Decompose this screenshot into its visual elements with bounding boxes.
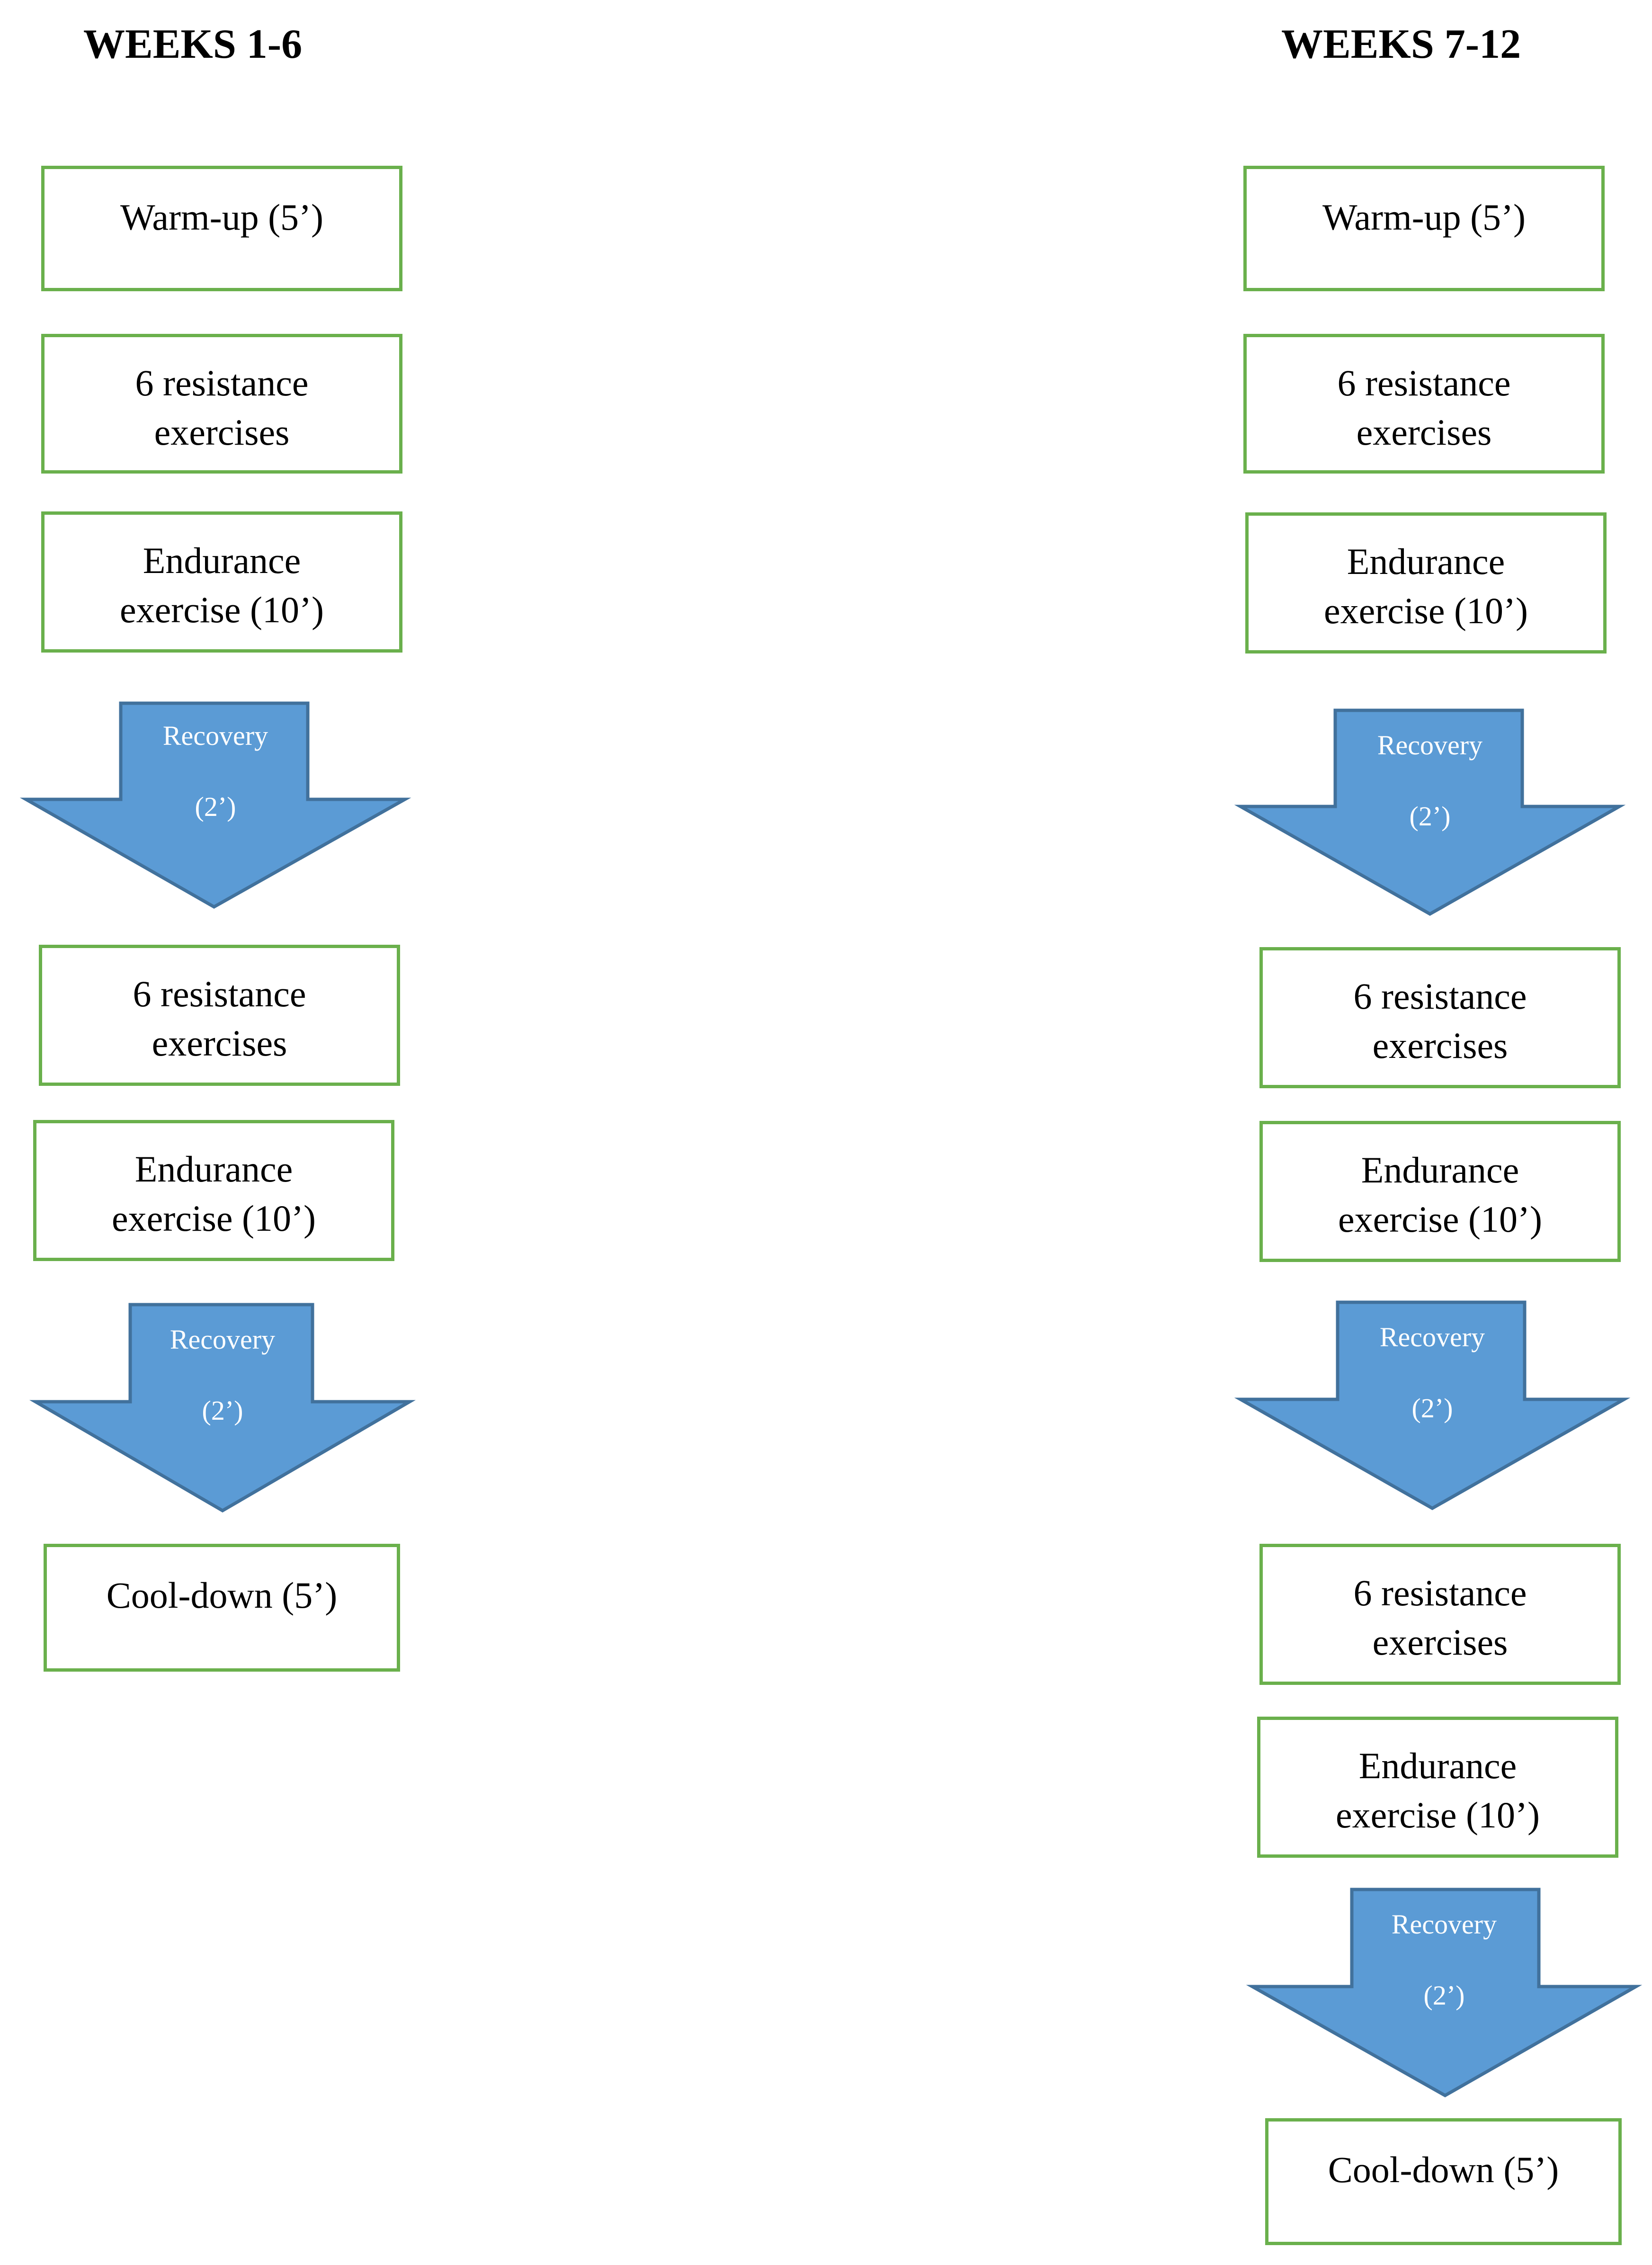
- step-box-endurance: Endurance exercise (10’): [1259, 1121, 1621, 1262]
- step-label: 6 resistance exercises: [1353, 976, 1527, 1066]
- recovery-label: Recovery: [1377, 730, 1483, 761]
- recovery-label: Recovery: [1379, 1322, 1485, 1352]
- down-arrow-icon: [1234, 1300, 1631, 1511]
- recovery-duration: (2’): [1409, 801, 1451, 832]
- recovery-duration: (2’): [202, 1395, 243, 1426]
- step-label: Endurance exercise (10’): [112, 1148, 316, 1239]
- step-label: Cool-down (5’): [1328, 2149, 1559, 2190]
- step-box-resistance: 6 resistance exercises: [1243, 334, 1605, 474]
- step-label: 6 resistance exercises: [1337, 362, 1511, 453]
- recovery-duration: (2’): [195, 791, 236, 822]
- step-box-resistance: 6 resistance exercises: [1259, 1544, 1621, 1685]
- recovery-arrow: Recovery (2’): [29, 1302, 416, 1513]
- step-label: Endurance exercise (10’): [1336, 1745, 1540, 1835]
- step-label: Warm-up (5’): [1322, 197, 1526, 238]
- column-title-weeks-1-6: WEEKS 1-6: [83, 21, 303, 67]
- step-box-cool-down: Cool-down (5’): [44, 1544, 400, 1672]
- recovery-label: Recovery: [1391, 1909, 1497, 1940]
- recovery-arrow: Recovery (2’): [1246, 1887, 1643, 2098]
- recovery-duration: (2’): [1423, 1980, 1465, 2011]
- step-label: Endurance exercise (10’): [120, 540, 324, 630]
- down-arrow-icon: [29, 1303, 416, 1513]
- step-label: Cool-down (5’): [106, 1575, 338, 1616]
- step-label: 6 resistance exercises: [135, 362, 309, 453]
- step-box-resistance: 6 resistance exercises: [1259, 947, 1621, 1088]
- step-box-resistance: 6 resistance exercises: [39, 945, 400, 1086]
- recovery-arrow: Recovery (2’): [1234, 708, 1626, 916]
- down-arrow-icon: [1234, 708, 1626, 916]
- step-box-warm-up: Warm-up (5’): [41, 166, 402, 291]
- recovery-arrow: Recovery (2’): [19, 701, 411, 909]
- recovery-duration: (2’): [1411, 1393, 1453, 1423]
- step-label: Endurance exercise (10’): [1324, 541, 1528, 631]
- down-arrow-icon: [19, 701, 411, 909]
- step-box-endurance: Endurance exercise (10’): [1245, 512, 1607, 654]
- column-title-weeks-7-12: WEEKS 7-12: [1281, 21, 1521, 67]
- step-box-cool-down: Cool-down (5’): [1265, 2118, 1622, 2245]
- recovery-label: Recovery: [162, 720, 268, 751]
- step-box-endurance: Endurance exercise (10’): [41, 511, 402, 653]
- step-label: Endurance exercise (10’): [1338, 1149, 1542, 1240]
- step-box-endurance: Endurance exercise (10’): [33, 1120, 394, 1261]
- step-label: 6 resistance exercises: [133, 973, 306, 1064]
- recovery-arrow: Recovery (2’): [1234, 1300, 1631, 1511]
- recovery-label: Recovery: [170, 1324, 276, 1355]
- step-box-endurance: Endurance exercise (10’): [1257, 1717, 1618, 1858]
- step-box-warm-up: Warm-up (5’): [1243, 166, 1605, 291]
- step-box-resistance: 6 resistance exercises: [41, 334, 402, 474]
- down-arrow-icon: [1246, 1888, 1643, 2098]
- step-label: Warm-up (5’): [120, 197, 324, 238]
- step-label: 6 resistance exercises: [1353, 1572, 1527, 1663]
